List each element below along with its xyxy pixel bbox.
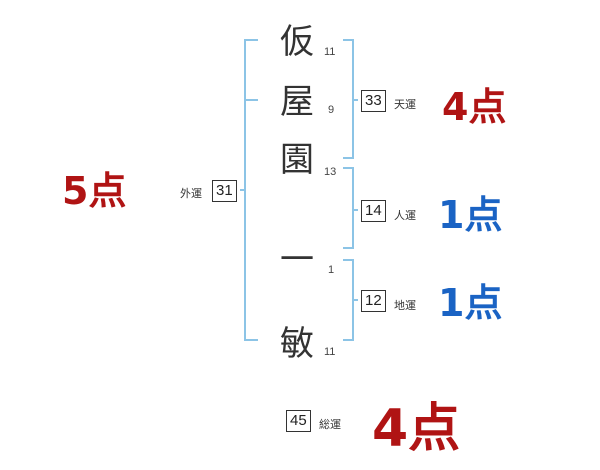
stroke-count-1: 11: [324, 46, 336, 58]
souun-value-box: 45: [286, 410, 311, 432]
souun-label: 総運: [319, 418, 341, 431]
tenun-value-box: 33: [361, 90, 386, 112]
stroke-count-3: 13: [324, 166, 337, 178]
stroke-count-5: 11: [324, 346, 336, 358]
name-char-3: 園: [280, 140, 314, 180]
name-char-1: 仮: [280, 22, 314, 62]
name-char-4: 一: [280, 240, 314, 280]
stroke-count-4: 1: [328, 264, 335, 276]
chiun-value-box: 12: [361, 290, 386, 312]
stroke-count-2: 9: [328, 104, 335, 116]
tenun-score: 4点: [442, 85, 507, 129]
gaiun-value-box: 31: [212, 180, 237, 202]
tenun-label: 天運: [394, 98, 416, 111]
souun-score: 4点: [372, 399, 461, 459]
jinun-label: 人運: [394, 209, 416, 222]
gaiun-label: 外運: [180, 187, 202, 200]
name-char-5: 敏: [280, 324, 314, 364]
jinun-value-box: 14: [361, 200, 386, 222]
chiun-score: 1点: [438, 281, 503, 325]
name-char-2: 屋: [280, 82, 314, 122]
chiun-label: 地運: [394, 299, 416, 312]
jinun-score: 1点: [438, 193, 503, 237]
gaiun-score: 5点: [62, 169, 127, 213]
